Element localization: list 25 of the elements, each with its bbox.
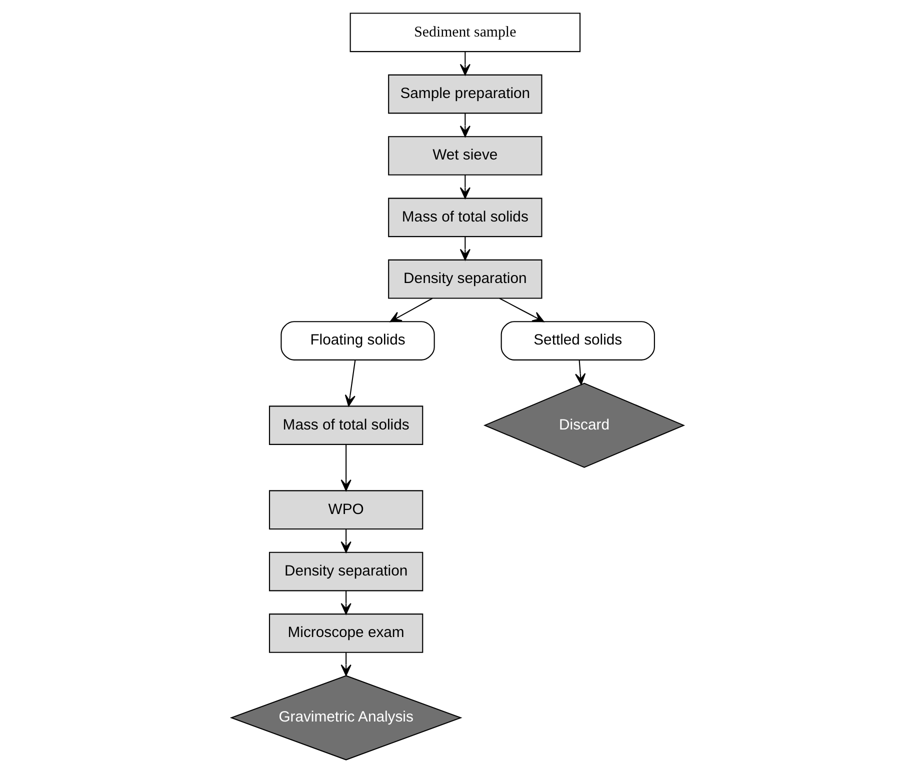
node-box: Density separation	[268, 551, 424, 591]
node-box: Sample preparation	[388, 74, 542, 114]
arrow	[340, 590, 352, 614]
node-box: Density separation	[388, 258, 542, 298]
arrow	[460, 236, 470, 260]
arrow	[340, 652, 352, 676]
arrow	[340, 528, 352, 552]
node-diamond: Gravimetric Analysis	[230, 674, 462, 760]
node-box: WPO	[268, 490, 424, 530]
arrow	[499, 297, 544, 322]
arrow	[340, 444, 352, 491]
node-box: Mass of total solids	[268, 405, 424, 444]
arrow	[390, 297, 433, 322]
node-box: Sediment sample	[350, 12, 581, 52]
arrow	[344, 360, 356, 406]
node-box: Floating solids	[280, 320, 435, 360]
arrow	[460, 51, 470, 75]
arrow	[460, 174, 470, 198]
arrow	[575, 360, 586, 384]
node-box: Wet sieve	[388, 136, 542, 175]
node-box: Settled solids	[500, 320, 655, 360]
node-diamond: Discard	[483, 382, 686, 468]
node-box: Mass of total solids	[388, 197, 542, 237]
node-box: Microscope exam	[268, 613, 424, 652]
arrow	[460, 112, 470, 137]
